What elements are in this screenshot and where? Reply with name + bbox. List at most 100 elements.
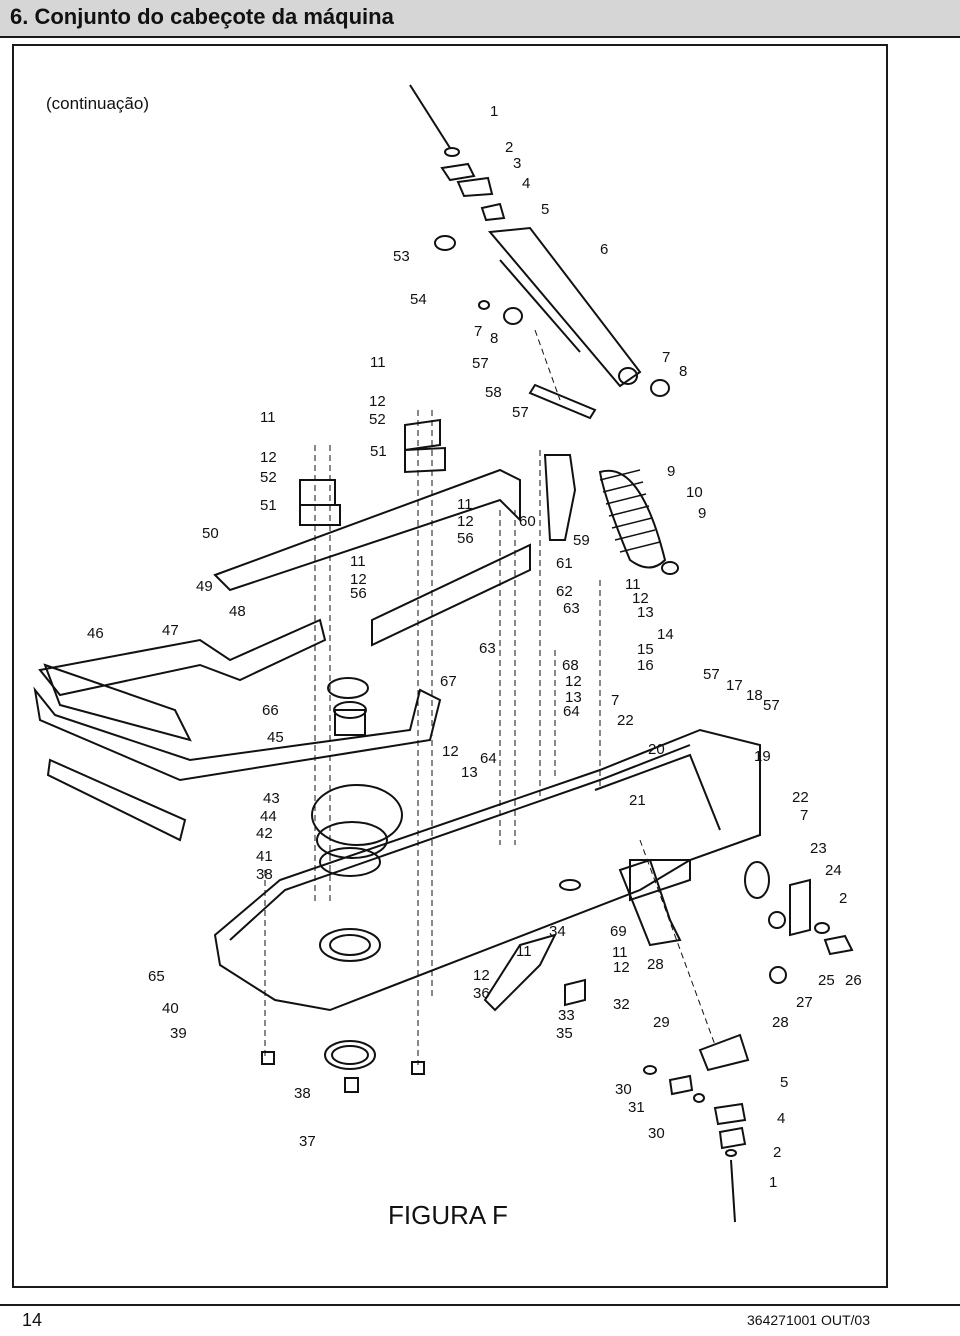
part-callout: 68 <box>562 657 579 674</box>
page-number: 14 <box>22 1310 43 1330</box>
part-callout: 58 <box>485 384 502 401</box>
part-callout: 16 <box>637 657 654 674</box>
part-callout: 48 <box>229 603 246 620</box>
part-callout: 51 <box>260 497 277 514</box>
part-callout: 15 <box>637 641 654 658</box>
part-callout: 22 <box>617 712 634 729</box>
part-callout: 2 <box>773 1144 781 1161</box>
part-callout: 57 <box>703 666 720 683</box>
part-callout: 18 <box>746 687 763 704</box>
part-callout: 44 <box>260 808 277 825</box>
part-callout: 25 <box>818 972 835 989</box>
part-callout: 33 <box>558 1007 575 1024</box>
part-callout: 7 <box>611 692 619 709</box>
part-callout: 8 <box>679 363 687 380</box>
part-callout: 2 <box>839 890 847 907</box>
page-title: 6. Conjunto do cabeçote da máquina <box>10 4 394 29</box>
part-callout: 7 <box>662 349 670 366</box>
part-callout: 63 <box>563 600 580 617</box>
part-callout: 13 <box>565 689 582 706</box>
part-callout: 11 <box>260 409 276 426</box>
part-callout: 64 <box>563 703 580 720</box>
part-callout: 11 <box>516 943 532 960</box>
part-callout: 37 <box>299 1133 316 1150</box>
part-callout: 39 <box>170 1025 187 1042</box>
part-callout: 9 <box>667 463 675 480</box>
part-callout: 9 <box>698 505 706 522</box>
part-callout: 5 <box>541 201 549 218</box>
part-callout: 40 <box>162 1000 179 1017</box>
part-callout: 50 <box>202 525 219 542</box>
part-callout: 63 <box>479 640 496 657</box>
part-callout: 14 <box>657 626 674 643</box>
part-callout: 22 <box>792 789 809 806</box>
part-callout: 52 <box>260 469 277 486</box>
part-callout: 30 <box>615 1081 632 1098</box>
part-callout: 54 <box>410 291 427 308</box>
footer-divider <box>0 1304 960 1306</box>
part-callout: 61 <box>556 555 573 572</box>
part-callout: 57 <box>512 404 529 421</box>
part-callout: 59 <box>573 532 590 549</box>
part-callout: 20 <box>648 741 665 758</box>
part-callout: 8 <box>490 330 498 347</box>
part-callout: 60 <box>519 513 536 530</box>
part-callout: 53 <box>393 248 410 265</box>
part-callout: 23 <box>810 840 827 857</box>
part-callout: 30 <box>648 1125 665 1142</box>
figure-frame <box>12 44 888 1288</box>
part-callout: 28 <box>772 1014 789 1031</box>
part-callout: 56 <box>457 530 474 547</box>
header-band <box>0 0 960 38</box>
part-callout: 52 <box>369 411 386 428</box>
part-callout: 64 <box>480 750 497 767</box>
part-callout: 4 <box>522 175 530 192</box>
part-callout: 57 <box>472 355 489 372</box>
part-callout: 35 <box>556 1025 573 1042</box>
part-callout: 2 <box>505 139 513 156</box>
part-callout: 12 <box>442 743 459 760</box>
part-callout: 28 <box>647 956 664 973</box>
part-callout: 11 <box>370 354 386 371</box>
part-callout: 43 <box>263 790 280 807</box>
part-callout: 41 <box>256 848 273 865</box>
part-callout: 29 <box>653 1014 670 1031</box>
part-callout: 47 <box>162 622 179 639</box>
part-callout: 12 <box>369 393 386 410</box>
part-callout: 66 <box>262 702 279 719</box>
part-callout: 12 <box>473 967 490 984</box>
part-callout: 12 <box>565 673 582 690</box>
part-callout: 12 <box>350 571 367 588</box>
part-callout: 12 <box>613 959 630 976</box>
part-callout: 7 <box>474 323 482 340</box>
part-callout: 51 <box>370 443 387 460</box>
continuation-label: (continuação) <box>46 94 150 113</box>
part-callout: 38 <box>256 866 273 883</box>
part-callout: 38 <box>294 1085 311 1102</box>
part-callout: 3 <box>513 155 521 172</box>
document-code: 364271001 OUT/03 <box>747 1312 870 1328</box>
part-callout: 13 <box>461 764 478 781</box>
part-callout: 24 <box>825 862 842 879</box>
part-callout: 46 <box>87 625 104 642</box>
part-callout: 36 <box>473 985 490 1002</box>
figure-caption: FIGURA F <box>388 1200 508 1230</box>
parts-drawing <box>33 84 854 1223</box>
part-callout: 7 <box>800 807 808 824</box>
part-callout: 1 <box>490 103 498 120</box>
part-callout: 21 <box>629 792 646 809</box>
part-callout: 12 <box>457 513 474 530</box>
part-callout: 45 <box>267 729 284 746</box>
part-callout: 57 <box>763 697 780 714</box>
part-callout: 5 <box>780 1074 788 1091</box>
part-callout: 62 <box>556 583 573 600</box>
part-callout: 11 <box>612 944 628 961</box>
part-callout: 1 <box>769 1174 777 1191</box>
part-callout: 13 <box>637 604 654 621</box>
part-callout: 11 <box>625 576 641 593</box>
part-callout: 69 <box>610 923 627 940</box>
part-callout: 12 <box>632 590 649 607</box>
part-callout: 10 <box>686 484 703 501</box>
